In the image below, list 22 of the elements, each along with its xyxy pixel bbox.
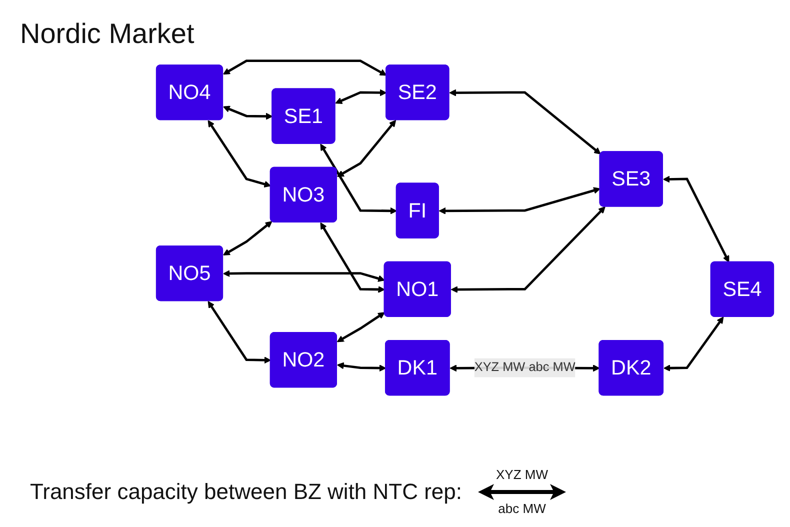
arrow	[336, 312, 385, 342]
arrow	[208, 120, 271, 188]
arrow	[335, 89, 387, 104]
arrow	[664, 316, 724, 372]
arrow	[449, 89, 601, 154]
capacity-label: abc MW	[498, 502, 546, 516]
arrow	[223, 60, 387, 76]
arrow	[208, 301, 271, 364]
arrow	[223, 106, 273, 120]
legend-text: Transfer capacity between BZ with NTC rep:	[30, 479, 462, 505]
arrow	[223, 270, 385, 282]
arrow	[223, 221, 272, 256]
arrow	[336, 120, 396, 177]
arrow	[438, 187, 600, 214]
arrow	[450, 206, 606, 293]
diagram-title: Nordic Market	[20, 18, 194, 50]
arrow	[336, 362, 386, 372]
capacity-label: XYZ MW	[496, 468, 548, 482]
arrow	[662, 176, 730, 262]
arrow	[320, 144, 397, 214]
arrow	[320, 222, 385, 293]
edge-label: XYZ MW abc MW	[474, 360, 576, 374]
